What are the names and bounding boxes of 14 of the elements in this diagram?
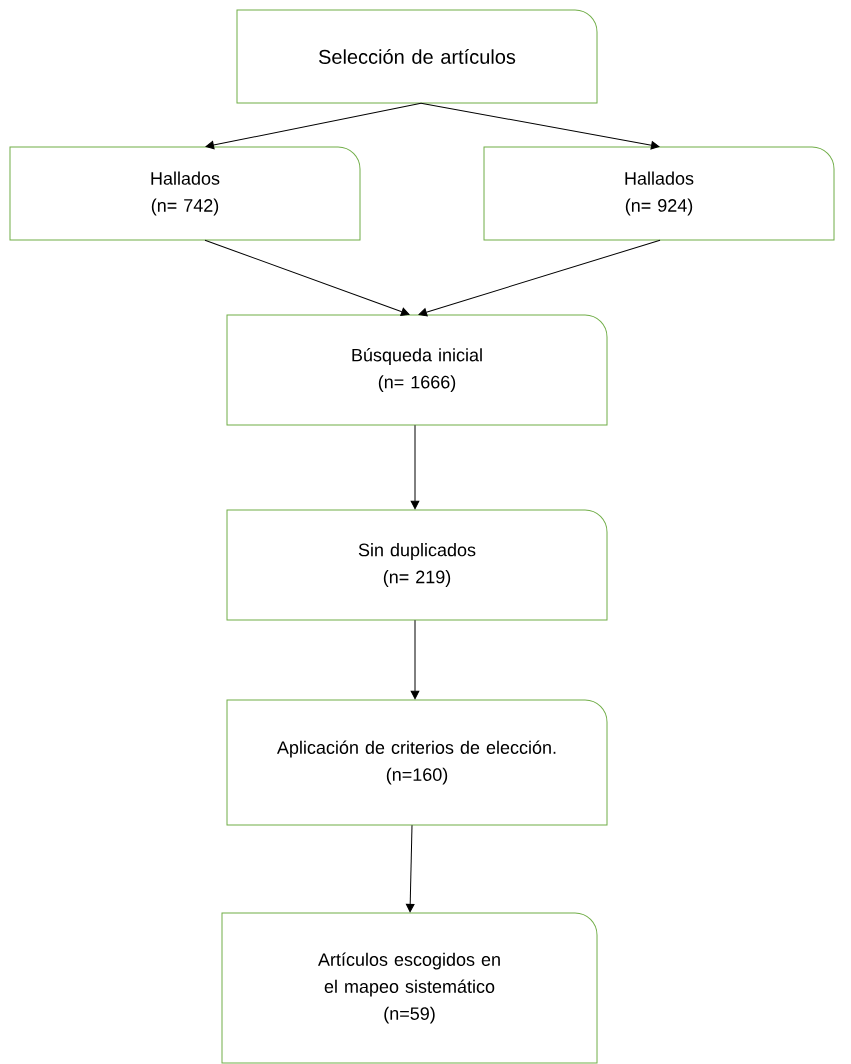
arrow (204, 239, 410, 316)
arrow (410, 424, 420, 510)
arrow (205, 102, 422, 150)
process-box: Aplicación de criterios de elección. (n=160) (226, 699, 608, 826)
arrow (410, 619, 420, 700)
arrow (418, 239, 661, 317)
arrow (420, 102, 660, 150)
process-box: Búsqueda inicial (n= 1666) (226, 314, 608, 426)
process-box: Hallados (n= 742) (9, 146, 361, 241)
arrow (405, 824, 415, 913)
process-box: Artículos escogidos en el mapeo sistemático (n=59) (221, 912, 598, 1064)
process-box: Selección de artículos (236, 9, 598, 104)
process-box: Sin duplicados (n= 219) (226, 509, 608, 621)
process-box: Hallados (n= 924) (483, 146, 835, 241)
